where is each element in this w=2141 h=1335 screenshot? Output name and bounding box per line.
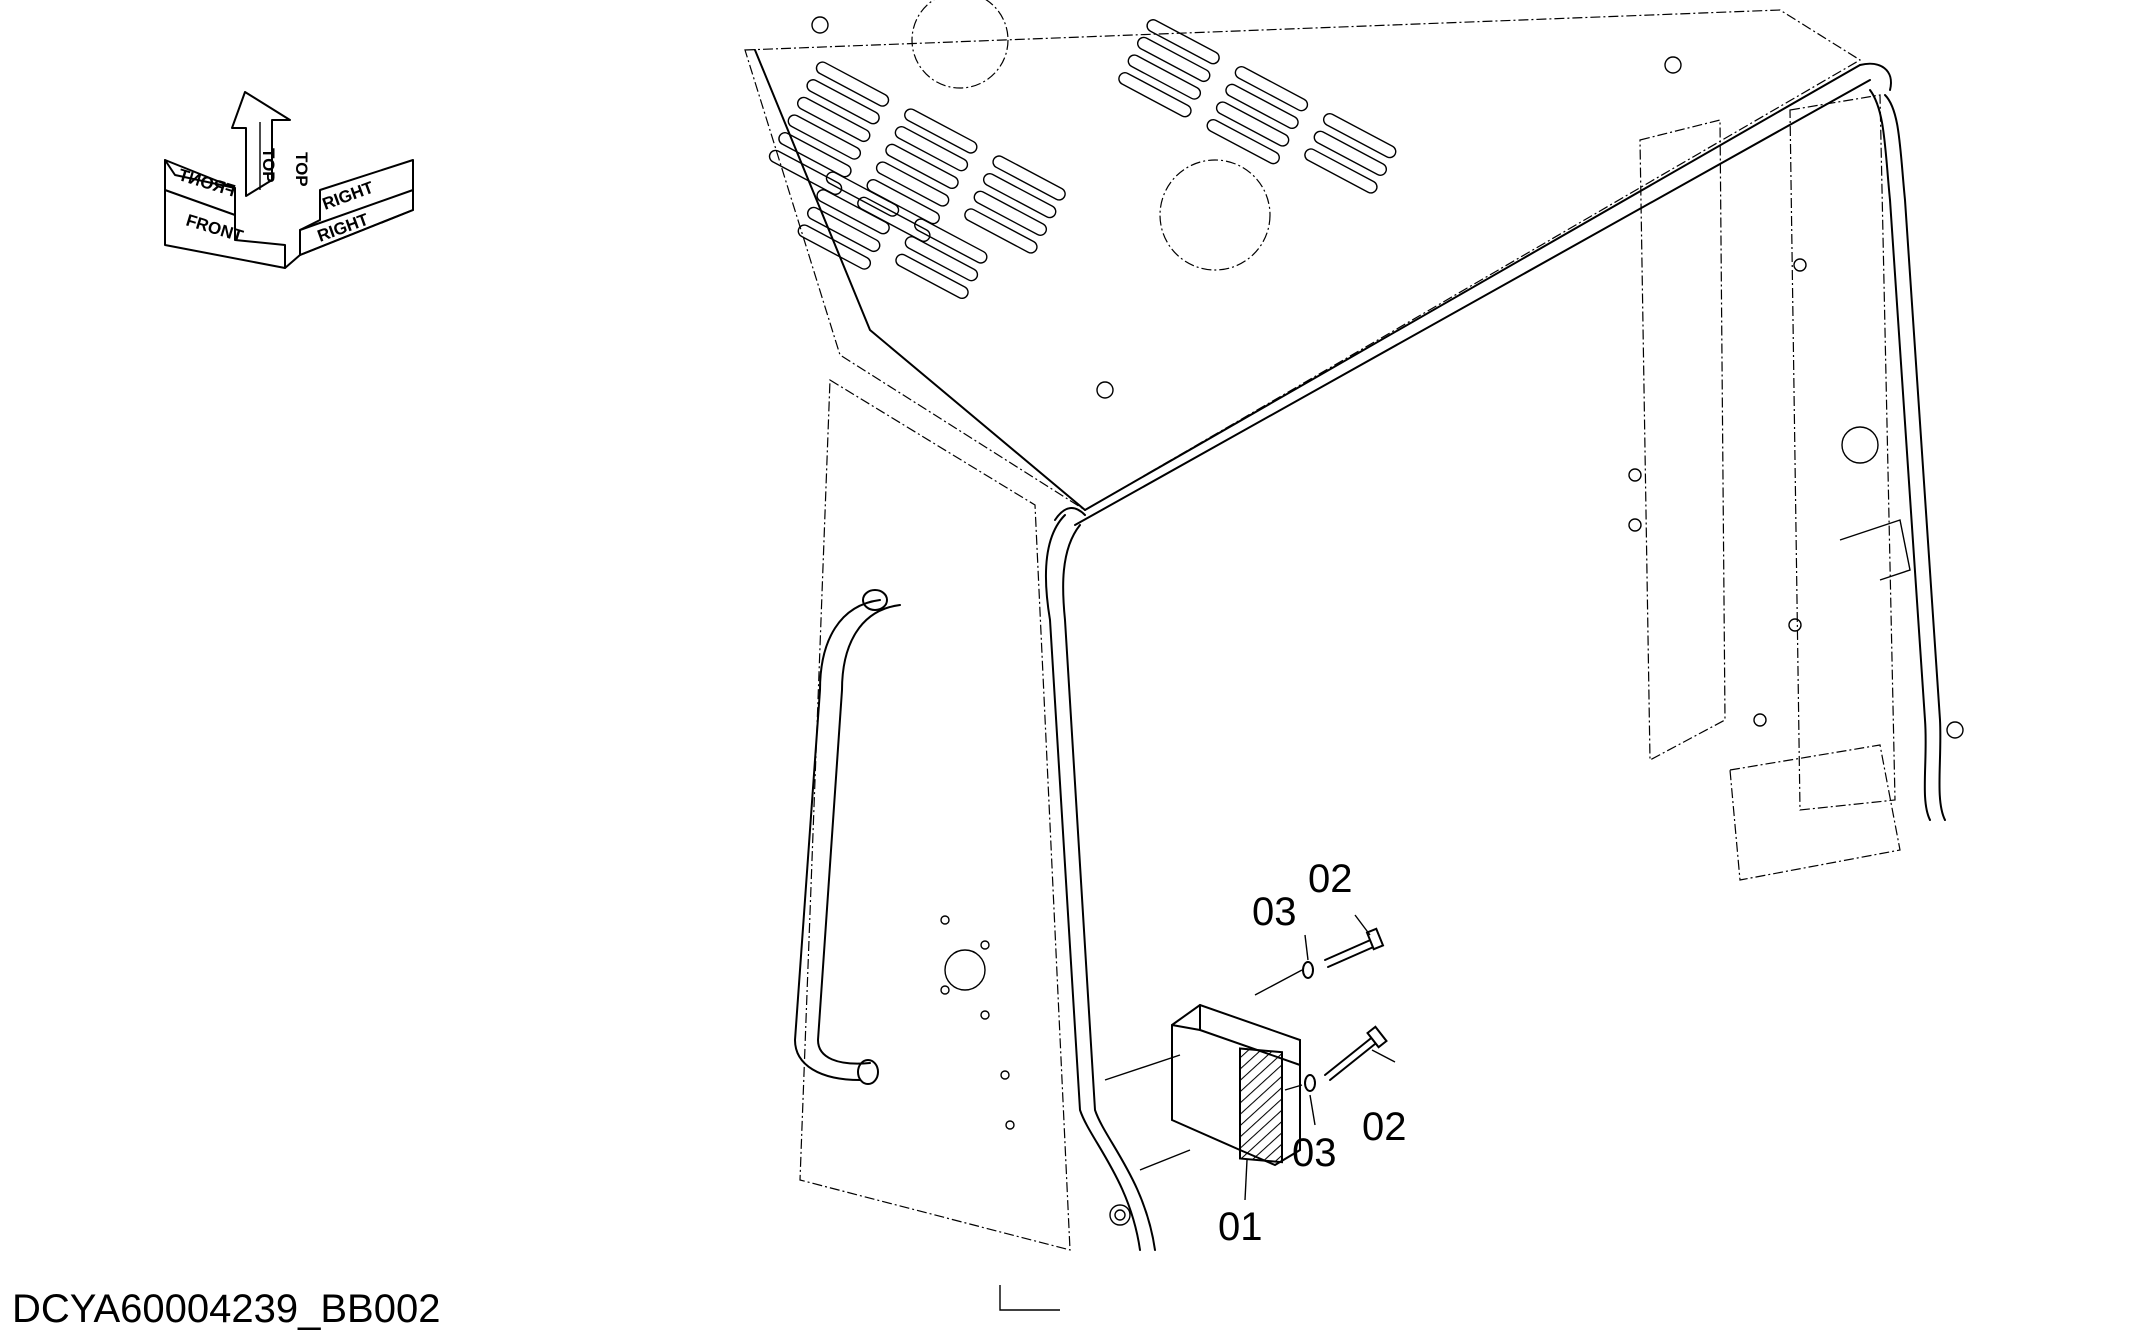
callout-02-upper: 02 <box>1308 857 1353 901</box>
washer-upper <box>1302 961 1314 979</box>
front-label: FRONT <box>184 211 246 246</box>
callout-02-lower: 02 <box>1362 1105 1407 1149</box>
canopy-roof <box>744 0 1892 526</box>
work-lamp <box>1171 1003 1301 1167</box>
top-right-label: TOP <box>292 152 311 187</box>
roof-vent-slots <box>768 19 1397 300</box>
work-lamp-assembly <box>1104 927 1388 1171</box>
orientation-icon: FRONT FRONT TOP TOP RIGHT RIGHT <box>164 91 414 269</box>
bolt-lower <box>1324 1025 1388 1081</box>
bolt-upper <box>1324 927 1385 968</box>
front-mirror-label: FRONT <box>176 165 238 200</box>
callout-03-lower: 03 <box>1292 1131 1337 1175</box>
left-pillar <box>794 378 1156 1311</box>
washer-lower <box>1304 1074 1316 1092</box>
drawing-code: DCYA60004239_BB002 <box>12 1287 440 1331</box>
callout-03-upper: 03 <box>1252 890 1297 934</box>
top-left-label: TOP <box>259 148 278 183</box>
leader-lines <box>1244 914 1396 1201</box>
callout-01: 01 <box>1218 1205 1263 1249</box>
right-pillar <box>1628 89 1964 881</box>
right-mirror-label: RIGHT <box>320 178 377 214</box>
